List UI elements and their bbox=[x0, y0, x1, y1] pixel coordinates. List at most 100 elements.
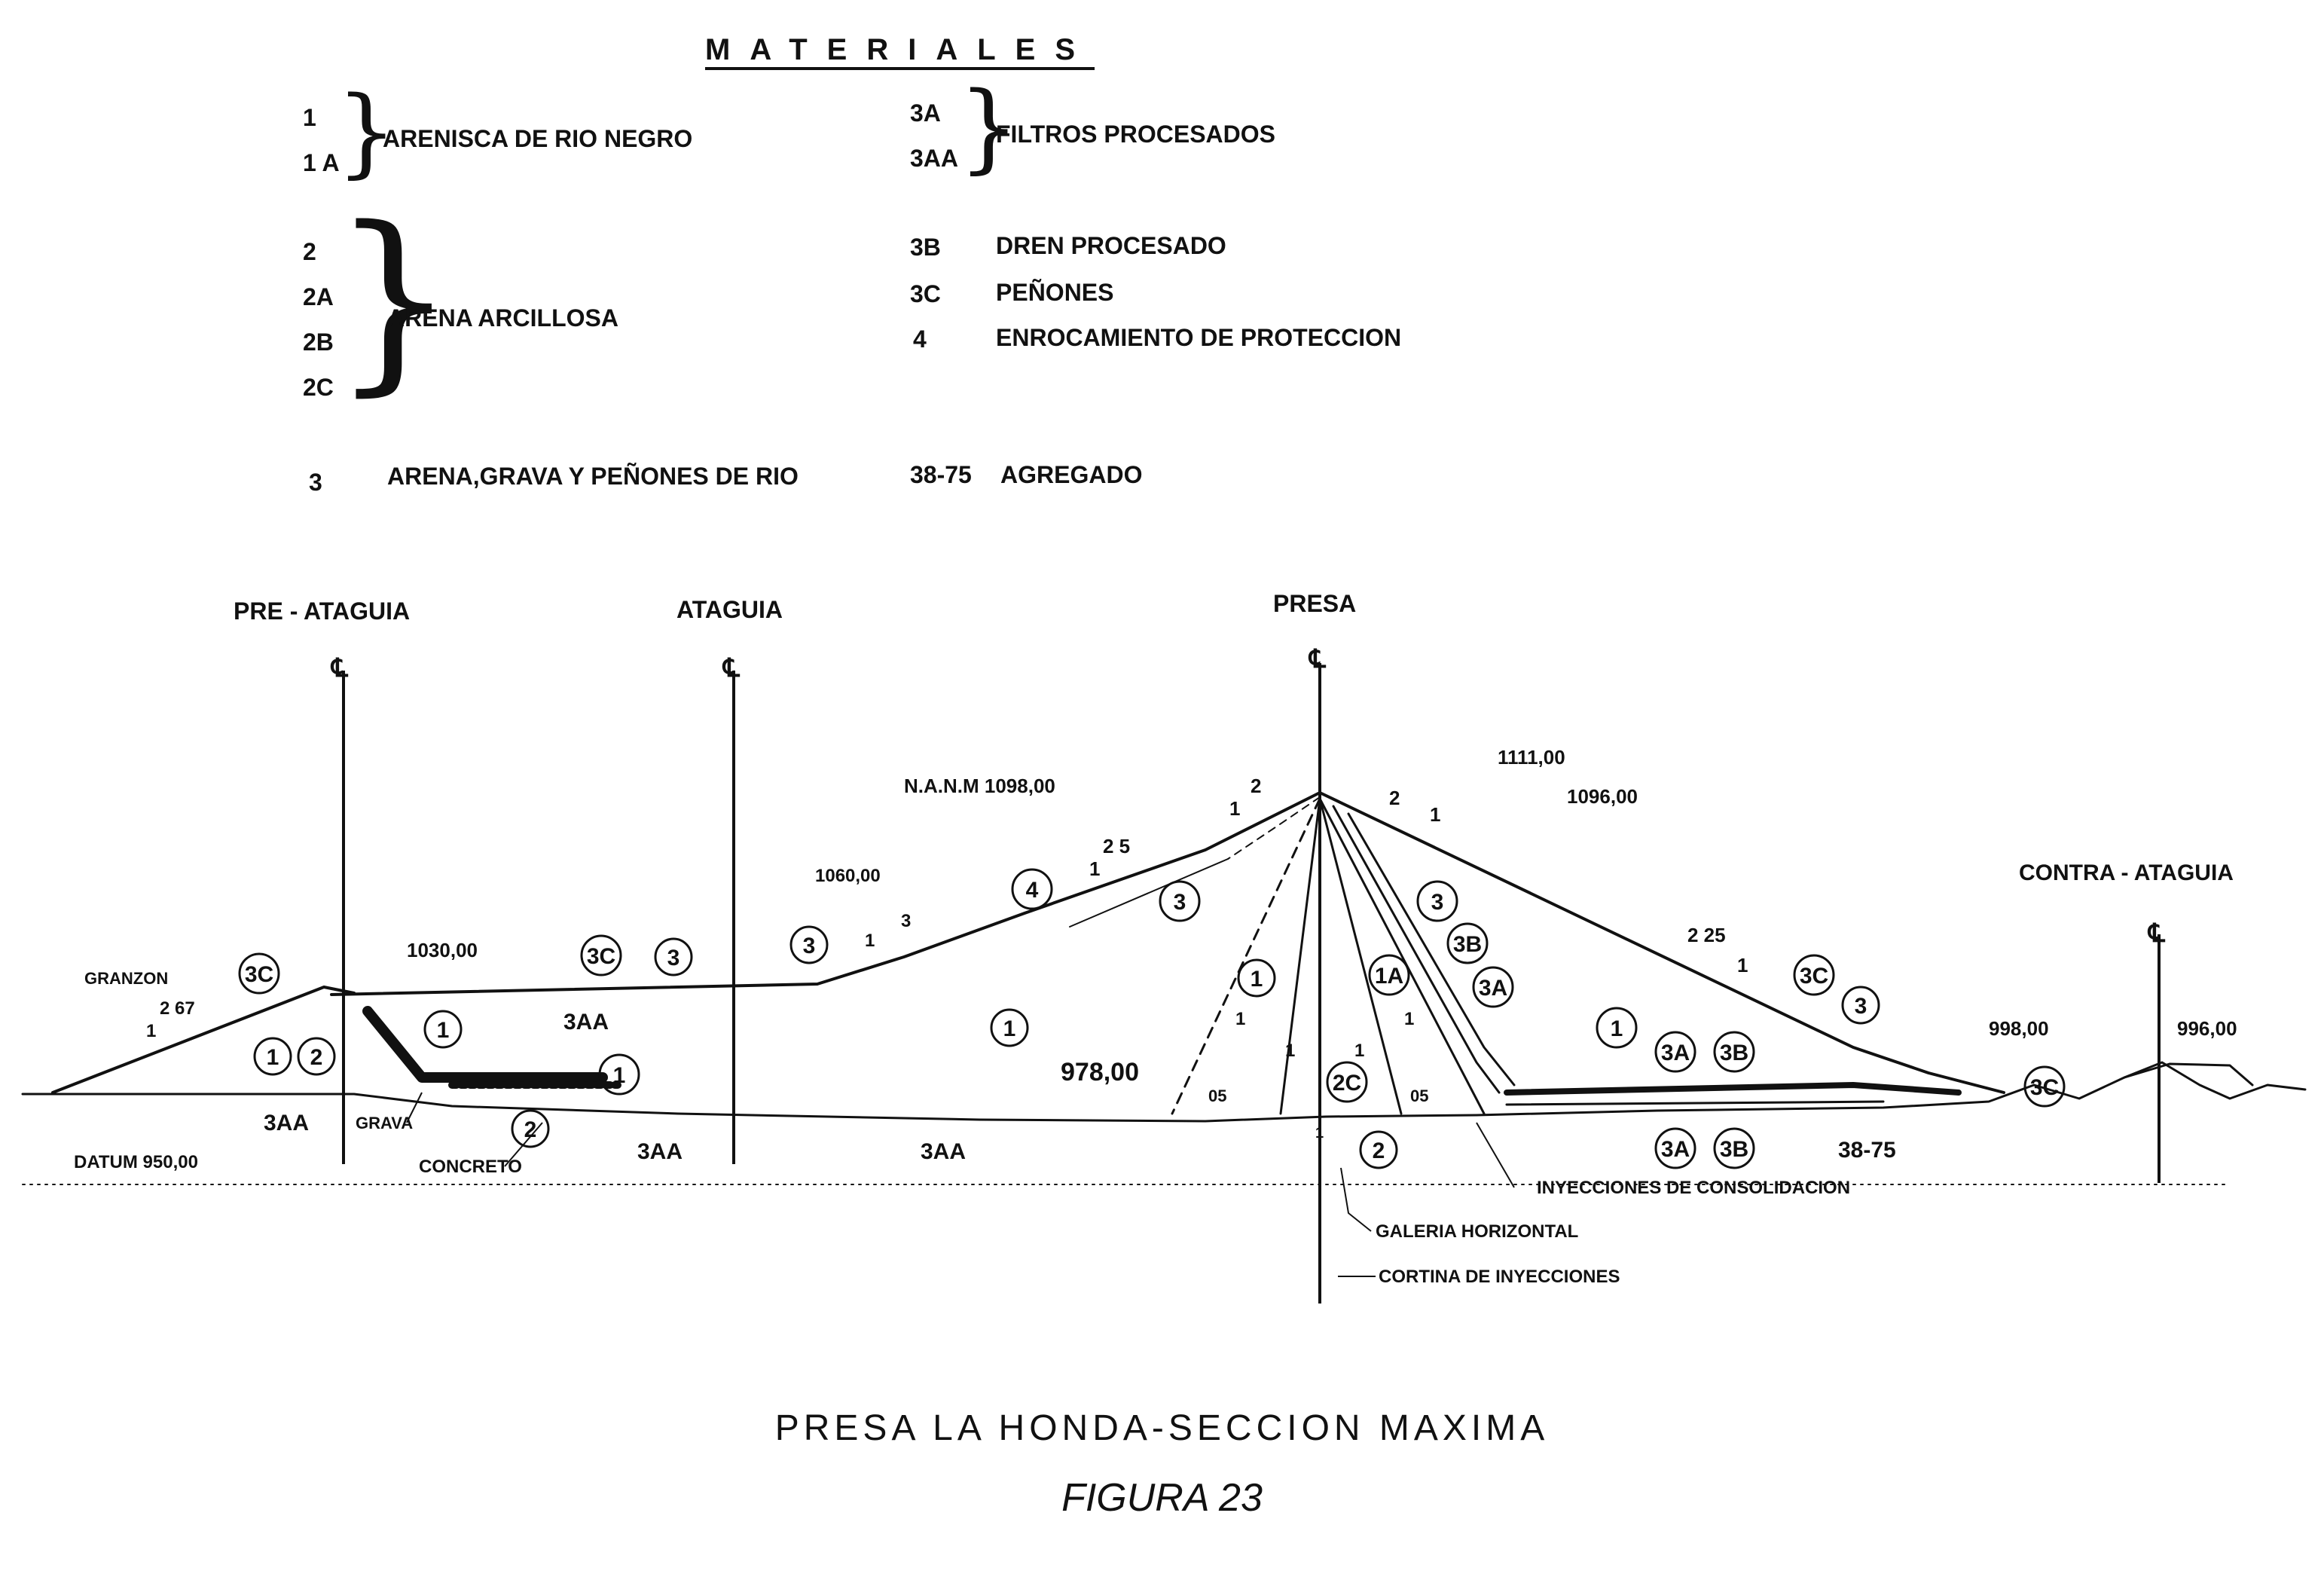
slope-label: 1 bbox=[1089, 857, 1100, 880]
slope-label: 1 bbox=[1404, 1009, 1414, 1029]
zone-circle bbox=[789, 925, 829, 964]
legend-label: DREN PROCESADO bbox=[996, 232, 1226, 259]
zone-label: 3A bbox=[1479, 976, 1507, 1001]
zone-circle bbox=[1713, 1127, 1755, 1169]
zone-label: 3 bbox=[1855, 994, 1867, 1019]
zone-circle bbox=[1159, 880, 1201, 922]
zone-label: 1 bbox=[613, 1063, 626, 1088]
elevation-1030: 1030,00 bbox=[407, 939, 478, 961]
legend-label: AGREGADO bbox=[1000, 461, 1143, 488]
zone-label: 3C bbox=[1800, 964, 1828, 989]
zone-circle bbox=[423, 1010, 463, 1049]
legend-code: 2A bbox=[303, 283, 334, 310]
centerline-symbol: ℄ bbox=[2147, 919, 2166, 948]
legend-code: 2 bbox=[303, 238, 316, 265]
slope-label: 1 bbox=[1430, 803, 1440, 826]
slope-label: 1 bbox=[865, 931, 875, 951]
zone-circle bbox=[654, 937, 693, 976]
legend-code: 4 bbox=[913, 325, 927, 353]
elevation-996: 996,00 bbox=[2177, 1017, 2237, 1040]
zone-circle bbox=[1326, 1061, 1368, 1103]
legend-label: ENROCAMIENTO DE PROTECCION bbox=[996, 324, 1402, 351]
zone-circle bbox=[1596, 1007, 1638, 1049]
leader-line bbox=[504, 1122, 543, 1167]
zone-label: 3AA bbox=[264, 1111, 309, 1135]
zone-label: 3C bbox=[2030, 1075, 2059, 1100]
zone-circle bbox=[1237, 958, 1276, 998]
label-contra-ataguia: CONTRA - ATAGUIA bbox=[2019, 860, 2234, 885]
zone-circle bbox=[253, 1037, 292, 1076]
elevation-1096: 1096,00 bbox=[1567, 785, 1638, 808]
ground-line bbox=[21, 1061, 2307, 1123]
zone-label: 3 bbox=[1431, 890, 1444, 915]
zone-circle bbox=[297, 1037, 336, 1076]
zone-label: 1 bbox=[1611, 1016, 1623, 1041]
centerline-symbol: ℄ bbox=[722, 654, 741, 683]
annotation-granzon: GRANZON bbox=[84, 969, 168, 988]
zone-circle bbox=[990, 1008, 1029, 1047]
zone-circle bbox=[238, 952, 280, 995]
legend-label: FILTROS PROCESADOS bbox=[996, 121, 1275, 148]
label-ataguia: ATAGUIA bbox=[676, 596, 783, 623]
centerline-symbol: ℄ bbox=[330, 654, 349, 683]
filter-boundary bbox=[1332, 805, 1501, 1094]
grava-blanket bbox=[362, 1006, 608, 1083]
elevation-1060: 1060,00 bbox=[815, 866, 881, 886]
zone-circle bbox=[1416, 880, 1458, 922]
legend-brace: } bbox=[331, 186, 457, 414]
zone-circle bbox=[511, 1109, 550, 1148]
elevation-nanm: N.A.N.M 1098,00 bbox=[904, 775, 1055, 797]
legend-title: MATERIALES bbox=[705, 33, 1095, 66]
core-boundary bbox=[1171, 797, 1321, 1115]
zone-label: 3B bbox=[1720, 1041, 1748, 1065]
slope-label: 3 bbox=[901, 911, 911, 931]
zone-circle bbox=[1472, 966, 1514, 1008]
slope-label: 2 5 bbox=[1103, 835, 1130, 857]
label-presa: PRESA bbox=[1273, 590, 1356, 617]
downstream-filter bbox=[1505, 1100, 1885, 1106]
downstream-drain bbox=[1504, 1082, 1962, 1096]
zone-label: 1 bbox=[267, 1045, 279, 1070]
legend-code: 3B bbox=[910, 234, 941, 261]
zone-circle bbox=[1359, 1130, 1398, 1169]
zone-circle bbox=[1654, 1031, 1696, 1073]
slope-label: 1 bbox=[1285, 1041, 1295, 1061]
zone-circle bbox=[580, 934, 622, 976]
legend-code: 3 bbox=[309, 469, 322, 496]
zone-circle bbox=[598, 1053, 640, 1096]
zone-label: 3A bbox=[1661, 1041, 1690, 1065]
downstream-slope bbox=[1318, 791, 2005, 1094]
zone-label: 2C bbox=[1333, 1071, 1361, 1096]
elevation-998: 998,00 bbox=[1989, 1017, 2049, 1040]
legend-label: ARENA,GRAVA Y PEÑONES DE RIO bbox=[387, 463, 799, 490]
slope-label: 2 bbox=[1251, 775, 1261, 797]
upstream-shell-boundary bbox=[1227, 796, 1321, 860]
zone-label: 1A bbox=[1375, 964, 1403, 989]
contra-ataguia-body bbox=[2123, 1062, 2254, 1087]
slope-label: 2 25 bbox=[1687, 924, 1726, 946]
legend-code: 3C bbox=[910, 280, 941, 307]
zone-circle bbox=[1011, 868, 1053, 910]
figure-title: PRESA LA HONDA-SECCION MAXIMA bbox=[774, 1408, 1550, 1448]
zone-circle bbox=[1446, 922, 1489, 964]
zone-label: 3AA bbox=[637, 1139, 683, 1164]
elevation-datum: DATUM 950,00 bbox=[74, 1152, 198, 1172]
legend-code: 2C bbox=[303, 374, 334, 401]
slope-label: 05 bbox=[1410, 1087, 1428, 1105]
core-boundary bbox=[1318, 797, 1486, 1115]
elevation-crest: 1111,00 bbox=[1498, 746, 1565, 769]
zone-label: 1 bbox=[1251, 967, 1263, 992]
zone-label: 3A bbox=[1661, 1137, 1690, 1162]
annotation-concreto: CONCRETO bbox=[419, 1157, 522, 1177]
legend-code: 1 A bbox=[303, 149, 340, 176]
legend-code: 38-75 bbox=[910, 461, 972, 488]
core-boundary bbox=[1318, 797, 1403, 1115]
zone-label: 2 bbox=[1373, 1138, 1385, 1163]
legend-brace: } bbox=[336, 76, 398, 188]
zone-label: 1 bbox=[1315, 1125, 1324, 1142]
legend-brace: } bbox=[958, 72, 1020, 184]
legend-label: PEÑONES bbox=[996, 279, 1114, 306]
slope-label: 2 67 bbox=[160, 998, 195, 1019]
annotation-cortina-inyecciones: CORTINA DE INYECCIONES bbox=[1379, 1267, 1620, 1287]
